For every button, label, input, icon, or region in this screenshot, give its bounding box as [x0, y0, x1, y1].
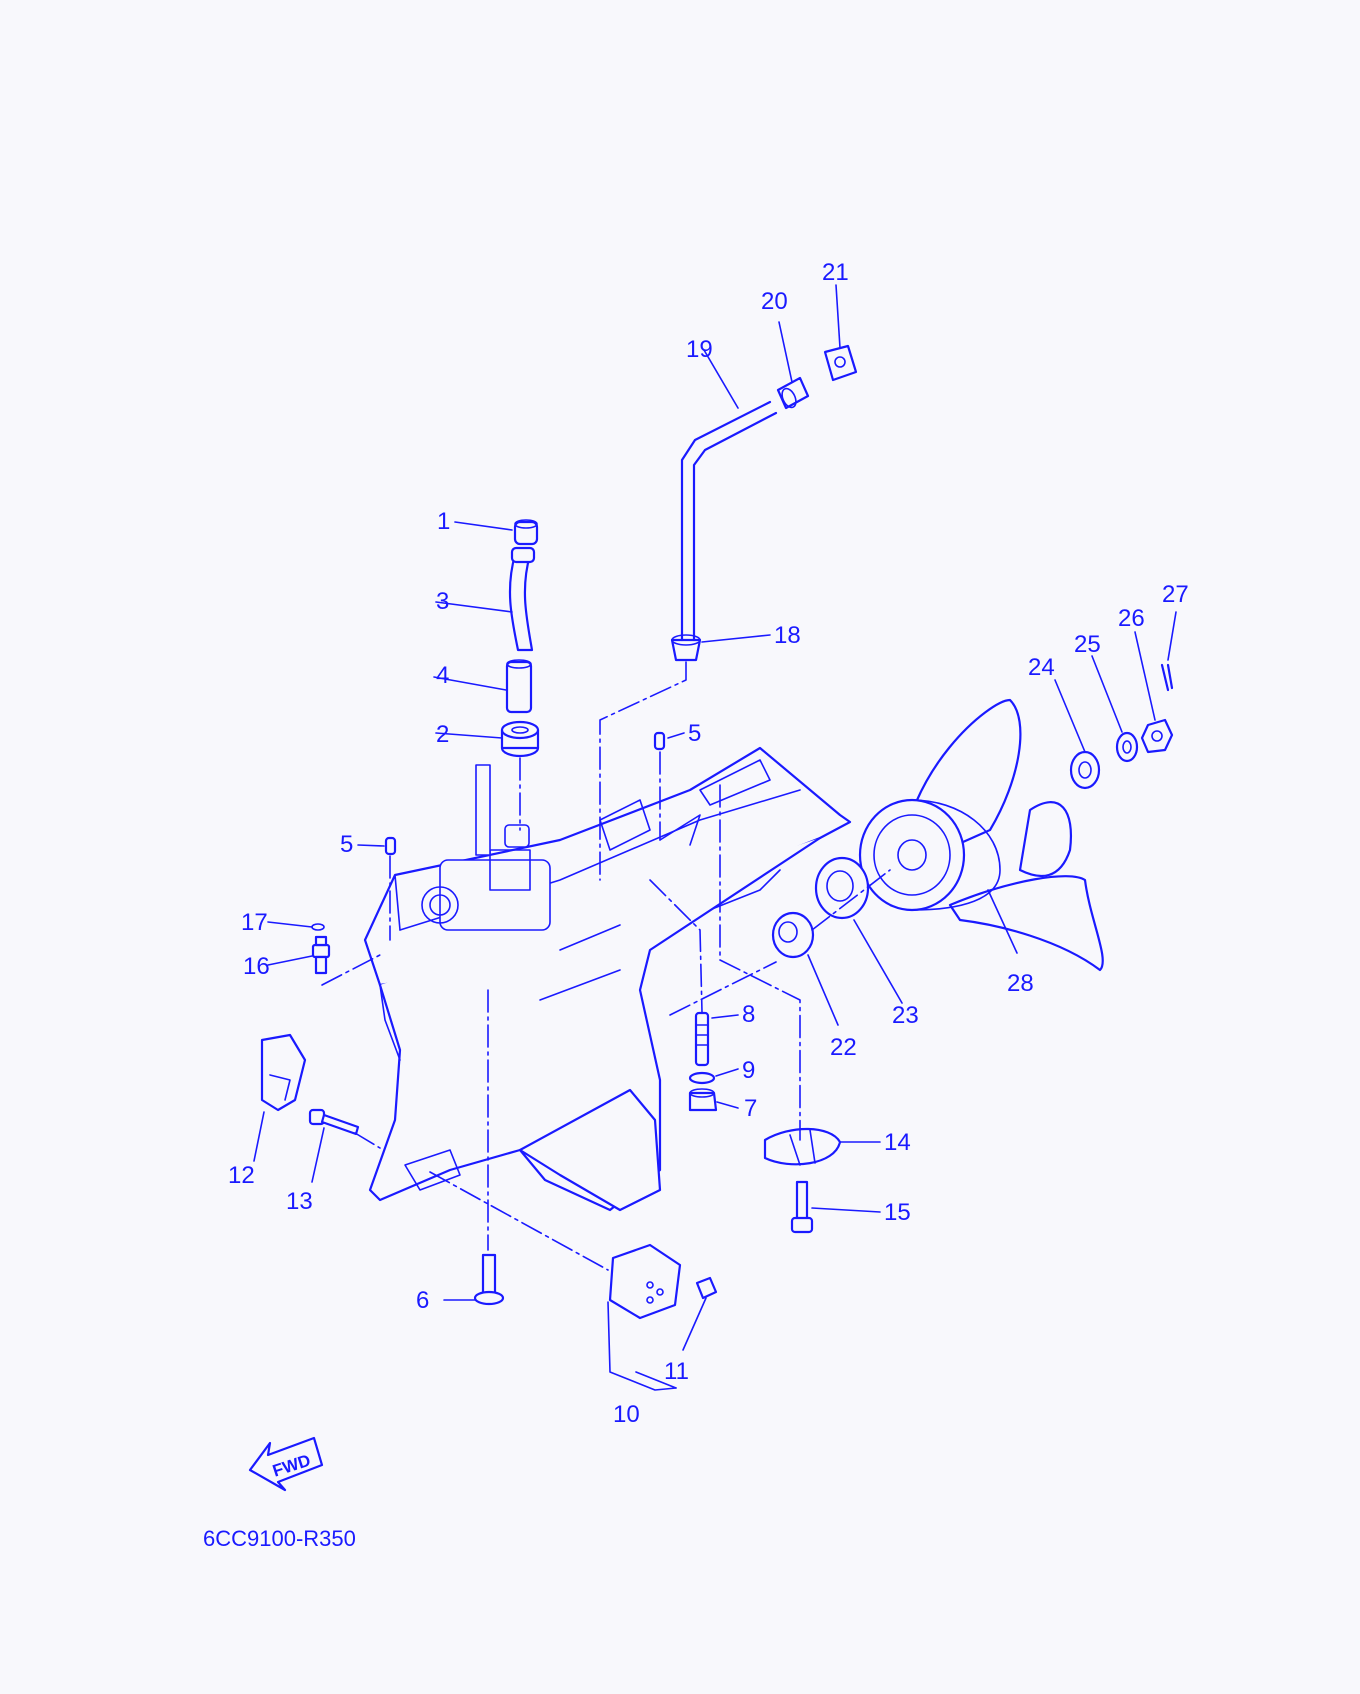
part-25-washer	[1115, 731, 1139, 763]
callout-13: 13	[286, 1188, 313, 1215]
part-15-bolt	[790, 1180, 814, 1234]
propeller	[858, 698, 1104, 972]
part-13-bolt	[308, 1108, 360, 1136]
assembly-lines	[321, 661, 891, 1271]
part-12-anode	[260, 1033, 307, 1112]
part-2-seal	[500, 720, 540, 758]
callout-3: 3	[436, 588, 449, 615]
callout-labels: 1 2 3 4 5 5 6 7 8 9 10 11 12 13 14 15 16…	[228, 259, 1189, 1428]
callout-22: 22	[830, 1034, 857, 1061]
part-17-o-ring	[311, 923, 325, 931]
leader-lines	[253, 284, 1177, 1391]
callout-16: 16	[243, 953, 270, 980]
part-4-sleeve	[505, 659, 533, 714]
part-7-nut	[688, 1088, 718, 1112]
part-26-nut	[1140, 718, 1174, 754]
part-22-bushing	[771, 911, 815, 959]
part-5-dowel-pin-b	[384, 836, 397, 856]
callout-28: 28	[1007, 970, 1034, 997]
part-9-washer	[688, 1071, 716, 1085]
part-19-tube	[680, 400, 778, 642]
callout-24: 24	[1028, 654, 1055, 681]
callout-7: 7	[744, 1095, 757, 1122]
part-21-clip	[823, 344, 858, 382]
callout-5b: 5	[340, 831, 353, 858]
callout-23: 23	[892, 1002, 919, 1029]
callout-25: 25	[1074, 631, 1101, 658]
callout-21: 21	[822, 259, 849, 286]
lower-case-housing	[363, 746, 852, 1212]
callout-10: 10	[613, 1401, 640, 1428]
callout-8: 8	[742, 1001, 755, 1028]
callout-4: 4	[436, 662, 449, 689]
part-3-water-tube	[508, 546, 536, 652]
part-18-grommet	[670, 634, 702, 662]
callout-14: 14	[884, 1129, 911, 1156]
callout-17: 17	[241, 909, 268, 936]
part-20-sleeve	[776, 376, 810, 410]
part-14-trim-tab	[763, 1127, 842, 1166]
callout-11: 11	[664, 1358, 689, 1385]
part-16-fitting	[311, 935, 331, 975]
part-11-nut	[695, 1276, 718, 1300]
callout-2: 2	[436, 721, 449, 748]
part-1-grommet	[513, 519, 539, 546]
callout-18: 18	[774, 622, 801, 649]
callout-27: 27	[1162, 581, 1189, 608]
part-23-thrust-holder	[814, 856, 870, 920]
diagram-code: 6CC9100-R350	[203, 1526, 356, 1551]
callout-26: 26	[1118, 605, 1145, 632]
callout-6: 6	[416, 1287, 429, 1314]
callout-12: 12	[228, 1162, 255, 1189]
callout-1: 1	[437, 508, 450, 535]
part-6-bolt	[473, 1253, 505, 1306]
part-8-stud	[694, 1011, 710, 1067]
part-10-anode	[608, 1243, 682, 1320]
callout-5a: 5	[688, 720, 701, 747]
part-24-spacer	[1069, 750, 1101, 790]
callout-20: 20	[761, 288, 788, 315]
part-27-cotter-pin	[1160, 663, 1174, 692]
callout-9: 9	[742, 1057, 755, 1084]
part-5-dowel-pin-a	[653, 731, 666, 751]
callout-15: 15	[884, 1199, 911, 1226]
callout-19: 19	[686, 336, 713, 363]
fwd-arrow-icon: FWD	[248, 1436, 324, 1492]
